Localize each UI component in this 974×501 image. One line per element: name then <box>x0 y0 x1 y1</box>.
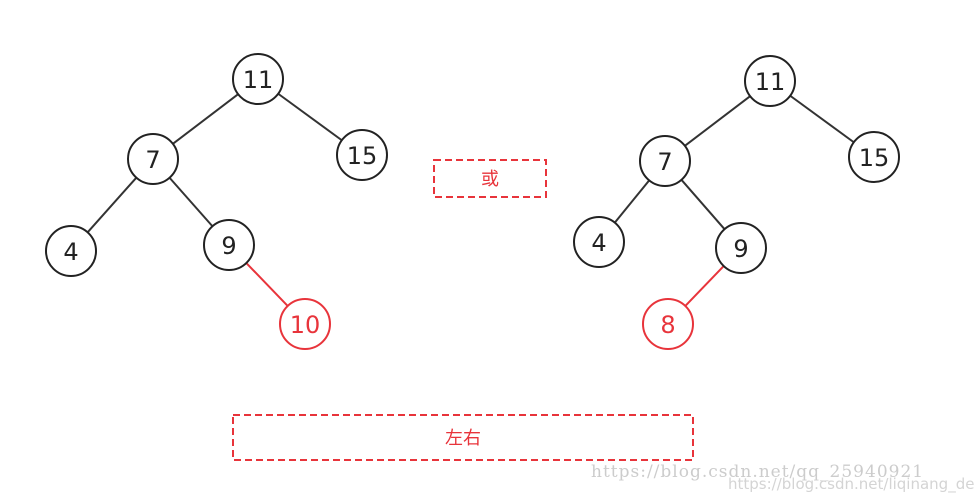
node-label: 9 <box>221 232 236 260</box>
node-label: 8 <box>660 311 675 339</box>
tree-node-8: 8 <box>642 298 694 350</box>
tree-node-9: 9 <box>715 222 767 274</box>
tree-node-7: 7 <box>639 135 691 187</box>
node-label: 15 <box>859 144 890 172</box>
tree-edge-11-15 <box>277 92 343 142</box>
node-circle <box>715 222 767 274</box>
tree-edge-7-4 <box>86 176 138 234</box>
tree-node-4: 4 <box>45 225 97 277</box>
watermark-line-1: https://blog.csdn.net/qq_25940921 <box>591 462 924 482</box>
tree-node-15: 15 <box>848 131 900 183</box>
node-circle <box>279 298 331 350</box>
node-circle <box>639 135 691 187</box>
node-label: 15 <box>347 142 378 170</box>
node-label: 7 <box>145 146 160 174</box>
tree-node-9: 9 <box>203 219 255 271</box>
tree-edge-7-9 <box>168 177 214 227</box>
node-circle <box>45 225 97 277</box>
watermark: https://blog.csdn.net/qq_25940921 https:… <box>591 462 974 494</box>
node-circle <box>573 216 625 268</box>
tree-edge-9-8 <box>684 265 725 307</box>
node-label: 9 <box>733 235 748 263</box>
node-label: 11 <box>243 66 274 94</box>
node-circle <box>203 219 255 271</box>
tree-edge-11-7 <box>172 93 239 145</box>
or-dashed-border <box>433 159 547 198</box>
node-circle <box>232 53 284 105</box>
tree-node-11: 11 <box>744 55 796 107</box>
tree-edge-11-15 <box>789 94 855 144</box>
tree-node-15: 15 <box>336 129 388 181</box>
tree-node-11: 11 <box>232 53 284 105</box>
tree-edge-11-7 <box>684 95 751 147</box>
node-circle <box>336 129 388 181</box>
tree-node-10: 10 <box>279 298 331 350</box>
node-label: 4 <box>63 238 78 266</box>
node-label: 11 <box>755 68 786 96</box>
right-tree: 11 7 15 4 9 8 <box>573 55 900 350</box>
node-circle <box>744 55 796 107</box>
node-label: 4 <box>591 229 606 257</box>
tree-node-4: 4 <box>573 216 625 268</box>
node-circle <box>642 298 694 350</box>
watermark-line-2: https://blog.csdn.net/liqinang_dev <box>728 475 974 494</box>
node-label: 10 <box>290 311 321 339</box>
tree-edge-7-9 <box>680 179 726 230</box>
tree-edge-7-4 <box>614 179 650 224</box>
left-right-label: 左右 <box>445 428 481 449</box>
left-tree: 11 7 15 4 9 10 <box>45 53 388 350</box>
node-circle <box>848 131 900 183</box>
left-right-label-box: 左右 <box>232 414 694 461</box>
tree-edge-9-10 <box>245 262 289 307</box>
node-label: 7 <box>657 148 672 176</box>
or-label: 或 <box>481 169 499 190</box>
or-label-box: 或 <box>433 159 547 198</box>
node-circle <box>127 133 179 185</box>
tree-node-7: 7 <box>127 133 179 185</box>
